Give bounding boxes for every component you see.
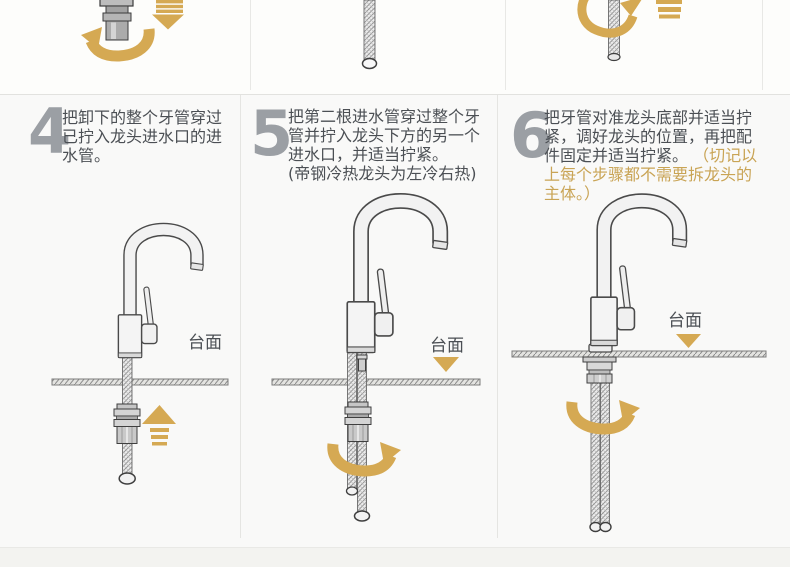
step4-instruction: 把卸下的整个牙管穿过已拧入龙头进水口的进水管。 — [62, 108, 223, 165]
fixing-nut — [582, 356, 617, 384]
hose-fitting — [356, 354, 368, 360]
prev-step-hose — [361, 0, 378, 70]
previous-steps-strip — [0, 0, 790, 94]
hose-end-2 — [353, 510, 371, 522]
step6-note: （切记以上每个步骤都不需要拆龙头的主体。） — [544, 146, 758, 203]
divider — [250, 0, 251, 90]
hose-fitting-stem — [358, 358, 366, 372]
screw-arrow-icon — [577, 0, 642, 38]
step5-note: (帝钢冷热龙头为左冷右热) — [288, 164, 477, 183]
down-arrow-icon — [676, 334, 701, 348]
step5-text: 把第二根进水管穿过整个牙管并拧入龙头下方的另一个进水口，并适当拧紧。 (帝钢冷热… — [288, 107, 488, 183]
threaded-tube — [113, 403, 141, 445]
divider — [762, 0, 763, 90]
panel-divider — [240, 95, 241, 538]
countertop — [271, 378, 481, 386]
countertop-label: 台面 — [188, 333, 222, 353]
hose-end-2 — [599, 521, 612, 533]
down-arrow-icon — [433, 357, 459, 372]
step4-diagram: 台面 — [51, 229, 229, 485]
step-number-5: 5 — [250, 97, 293, 170]
up-arrow-icon — [142, 405, 176, 446]
motion-lines-icon — [656, 0, 682, 19]
prev-step-hose-screwing — [577, 0, 682, 62]
threaded-tube — [344, 401, 372, 443]
inlet-hose-2 — [600, 382, 610, 524]
step6-diagram: 台面 — [511, 201, 767, 533]
countertop — [511, 350, 767, 358]
hose-end — [118, 472, 136, 485]
panel-divider — [497, 95, 498, 538]
step5-diagram: 台面 — [271, 201, 481, 522]
down-arrow-icon — [152, 0, 184, 30]
step6-text: 把牙管对准龙头底部并适当拧紧，调好龙头的位置，再把配件固定并适当拧紧。 （切记以… — [544, 108, 758, 203]
countertop-label: 台面 — [668, 311, 702, 331]
step-number-6: 6 — [510, 99, 553, 172]
hose-end-1 — [345, 486, 359, 496]
faucet — [347, 201, 447, 353]
countertop-label: 台面 — [430, 336, 464, 356]
countertop — [51, 378, 229, 386]
bottom-strip — [0, 547, 790, 567]
step-number-4: 4 — [28, 95, 71, 168]
inlet-hose-1 — [590, 382, 601, 524]
divider — [505, 0, 506, 90]
step6-instruction: 把牙管对准龙头底部并适当拧紧，调好龙头的位置，再把配件固定并适当拧紧。 — [544, 108, 753, 165]
step5-instruction: 把第二根进水管穿过整个牙管并拧入龙头下方的另一个进水口，并适当拧紧。 — [288, 107, 481, 164]
prev-step-tube-unscrew — [81, 0, 184, 56]
